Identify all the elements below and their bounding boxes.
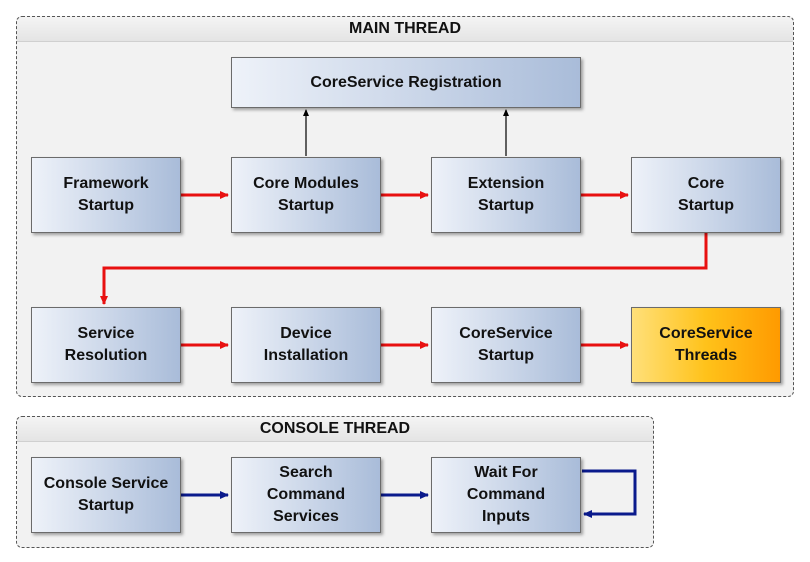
coreservice-startup-box: CoreService Startup bbox=[431, 307, 581, 383]
core-modules-startup-box: Core Modules Startup bbox=[231, 157, 381, 233]
device-installation-box: Device Installation bbox=[231, 307, 381, 383]
console-service-startup-box: Console Service Startup bbox=[31, 457, 181, 533]
framework-startup-box: Framework Startup bbox=[31, 157, 181, 233]
main-thread-title: MAIN THREAD bbox=[17, 17, 793, 42]
arrow-core-to-service-resolution bbox=[100, 233, 708, 305]
console-thread-title: CONSOLE THREAD bbox=[17, 417, 653, 442]
coreservice-registration-box: CoreService Registration bbox=[231, 57, 581, 108]
wait-for-command-inputs-box: Wait For Command Inputs bbox=[431, 457, 581, 533]
coreservice-threads-box: CoreService Threads bbox=[631, 307, 781, 383]
core-startup-box: Core Startup bbox=[631, 157, 781, 233]
arrow-wait-loop bbox=[582, 469, 637, 518]
service-resolution-box: Service Resolution bbox=[31, 307, 181, 383]
extension-startup-box: Extension Startup bbox=[431, 157, 581, 233]
search-command-services-box: Search Command Services bbox=[231, 457, 381, 533]
